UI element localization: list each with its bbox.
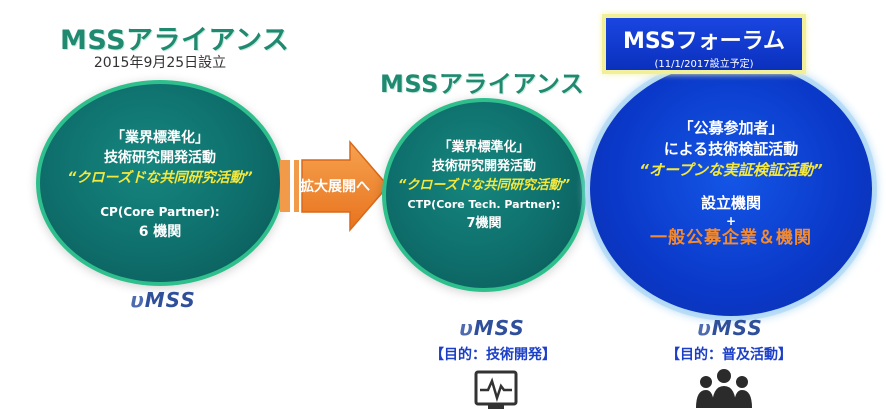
people-group-icon xyxy=(696,369,752,408)
middle-oval-content: 「業界標準化」 技術研究開発活動 “クローズドな共同研究活動” CTP(Core… xyxy=(378,138,590,233)
middle-oval-partner: CTP(Core Tech. Partner): xyxy=(407,198,561,211)
left-oval-partner: CP(Core Partner): xyxy=(100,205,220,219)
left-oval-highlight: “クローズドな共同研究活動” xyxy=(67,170,253,186)
right-oval-line2: による技術検証活動 xyxy=(663,140,799,158)
middle-mss-logo: υMSS xyxy=(459,316,525,340)
forum-title-box: MSSフォーラム (11/1/2017設立予定) xyxy=(602,14,806,74)
left-title: MSSアライアンス xyxy=(60,25,290,56)
mss-logo-mark-icon: υ xyxy=(130,288,145,312)
middle-oval-highlight: “クローズドな共同研究活動” xyxy=(397,178,571,193)
right-oval-public: 一般公募企業＆機関 xyxy=(650,228,812,248)
right-subtitle: (11/1/2017設立予定) xyxy=(654,59,754,70)
right-oval-founders: 設立機関 xyxy=(700,194,761,212)
expand-arrow-icon xyxy=(280,139,389,233)
right-oval-highlight: “オープンな実証検証活動” xyxy=(639,161,823,179)
mss-logo-mark-icon: υ xyxy=(459,316,474,340)
middle-title: MSSアライアンス xyxy=(380,70,585,98)
right-mss-logo: υMSS xyxy=(697,316,763,340)
left-oval-content: 「業界標準化」 技術研究開発活動 “クローズドな共同研究活動” CP(Core … xyxy=(36,128,284,242)
left-oval xyxy=(36,80,284,286)
left-founding-date: 2015年9月25日設立 xyxy=(93,55,227,71)
right-oval xyxy=(590,62,872,316)
middle-oval-line1: 「業界標準化」 xyxy=(438,140,530,155)
left-oval-line2: 技術研究開発活動 xyxy=(104,150,216,166)
right-oval-line1: 「公募参加者」 xyxy=(678,119,784,137)
right-title: MSSフォーラム xyxy=(623,29,785,54)
left-oval-count: 6 機関 xyxy=(138,224,182,240)
right-purpose: 【目的：普及活動】 xyxy=(666,347,792,363)
left-mss-logo: υMSS xyxy=(130,288,196,312)
middle-oval-line2: 技術研究開発活動 xyxy=(431,159,536,174)
middle-oval xyxy=(382,98,586,292)
right-oval-content: 「公募参加者」 による技術検証活動 “オープンな実証検証活動” 設立機関 + 一… xyxy=(596,118,866,249)
middle-oval-count: 7機関 xyxy=(466,216,502,231)
left-oval-line1: 「業界標準化」 xyxy=(111,130,209,146)
arrow-label: 拡大展開へ xyxy=(300,179,370,195)
monitor-pulse-icon xyxy=(474,370,518,409)
right-oval-plus: + xyxy=(725,214,737,228)
middle-purpose: 【目的：技術開発】 xyxy=(430,347,556,363)
mss-logo-mark-icon: υ xyxy=(697,316,712,340)
